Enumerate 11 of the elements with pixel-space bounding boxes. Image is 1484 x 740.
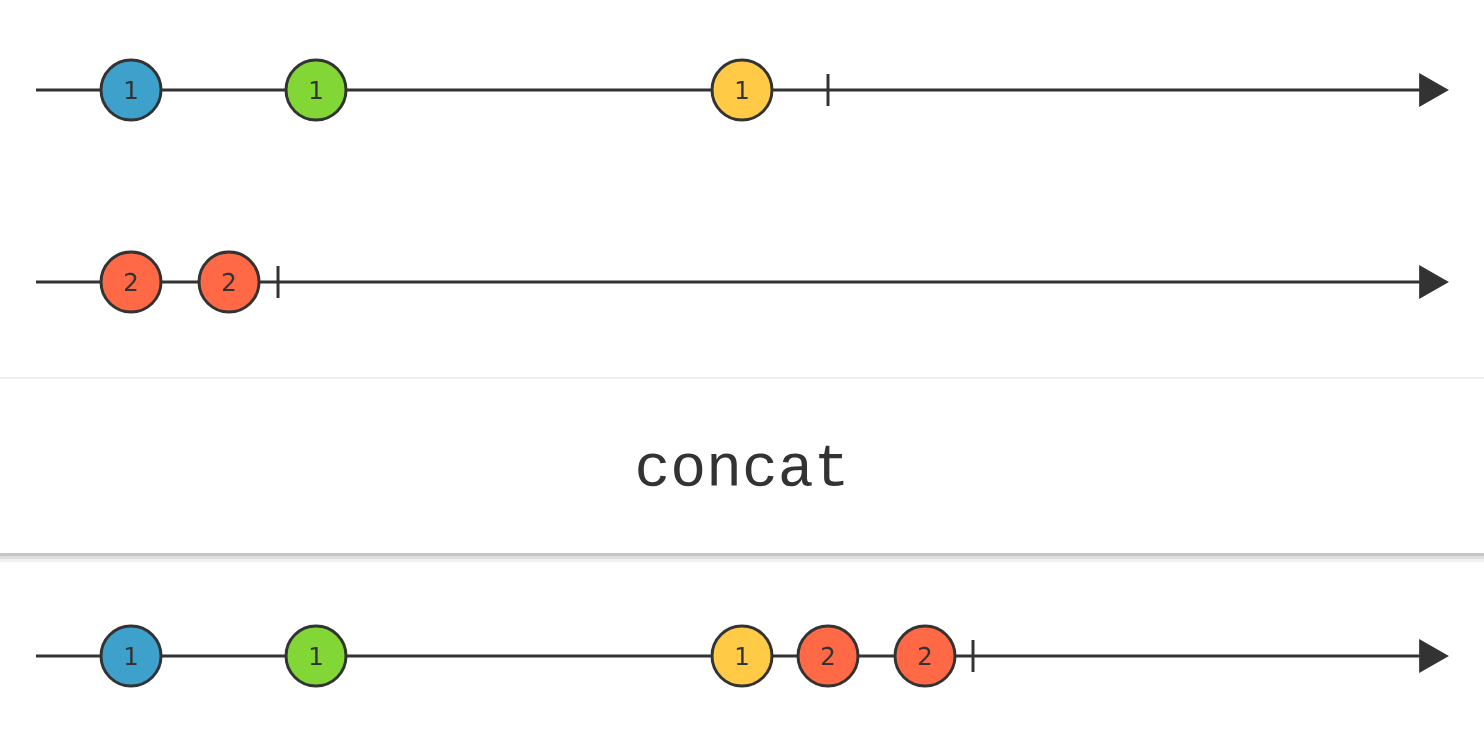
marble: 1 xyxy=(710,58,774,122)
operator-label: concat xyxy=(638,445,844,487)
marble: 2 xyxy=(796,624,860,688)
marble: 1 xyxy=(99,58,163,122)
marble: 2 xyxy=(99,250,163,314)
marble: 1 xyxy=(99,624,163,688)
marble: 2 xyxy=(893,624,957,688)
marble: 1 xyxy=(284,624,348,688)
marble: 1 xyxy=(710,624,774,688)
marble: 1 xyxy=(284,58,348,122)
marble: 2 xyxy=(197,250,261,314)
